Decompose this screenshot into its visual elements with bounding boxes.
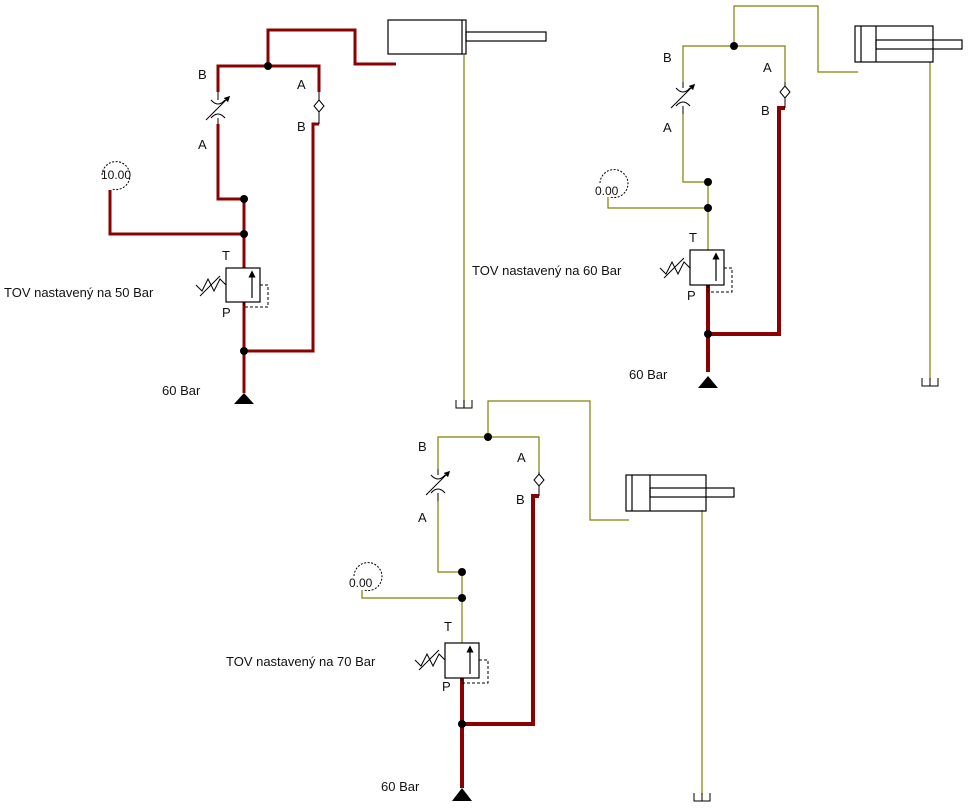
pump-source-icon xyxy=(452,788,472,801)
check-valve-icon xyxy=(779,82,791,108)
cylinder-icon xyxy=(854,25,963,63)
circuit-3-check-top-port: A xyxy=(517,450,526,465)
circuit-3-port-p: P xyxy=(442,679,451,694)
circuit-3-junctions xyxy=(458,433,492,728)
circuit-2-check-bottom-port: B xyxy=(761,103,770,118)
circuit-1-supply-label: 60 Bar xyxy=(162,383,201,398)
circuit-2-port-p: P xyxy=(687,288,696,303)
circuit-2-throttle-bottom-port: A xyxy=(663,120,672,135)
throttle-valve-icon xyxy=(205,92,231,124)
tank-icon xyxy=(693,793,711,802)
circuit-3-throttle-bottom-port: A xyxy=(418,510,427,525)
circuit-1-junctions xyxy=(240,62,272,355)
circuit-1: 10.00 B A A B T P TOV nastavený na 50 Ba… xyxy=(4,19,547,409)
circuit-3-valve-label: TOV nastavený na 70 Bar xyxy=(226,654,376,669)
circuit-2-junctions xyxy=(704,42,738,338)
relief-valve-icon xyxy=(659,249,733,293)
pressure-gauge-icon: 10.00 xyxy=(101,161,131,191)
circuit-1-port-p: P xyxy=(222,305,231,320)
circuit-1-check-bottom-port: B xyxy=(297,119,306,134)
circuit-1-throttle-top-port: B xyxy=(198,67,207,82)
circuit-2-supply-label: 60 Bar xyxy=(629,367,668,382)
circuit-2: 0.00 B A A B T P TOV nastavený na 60 Bar… xyxy=(472,5,963,388)
circuit-1-check-top-port: A xyxy=(297,77,306,92)
pressure-gauge-icon: 0.00 xyxy=(595,169,629,199)
circuit-3-supply-label: 60 Bar xyxy=(381,779,420,794)
cylinder-icon xyxy=(625,474,735,512)
cylinder-icon xyxy=(387,19,547,55)
circuit-2-gauge-value: 0.00 xyxy=(595,184,619,198)
pump-source-icon xyxy=(234,393,254,404)
circuit-2-pressure-lines xyxy=(706,106,785,372)
throttle-valve-icon xyxy=(425,469,451,501)
pump-source-icon xyxy=(698,376,718,388)
check-valve-icon xyxy=(313,92,325,124)
relief-valve-icon xyxy=(414,642,489,684)
circuit-2-port-t: T xyxy=(689,230,697,245)
circuit-1-valve-label: TOV nastavený na 50 Bar xyxy=(4,285,154,300)
relief-valve-icon xyxy=(195,267,269,308)
circuit-3: 0.00 B A A B T P TOV nastavený na 70 Bar… xyxy=(226,400,735,802)
tank-icon xyxy=(455,400,473,409)
circuit-3-check-bottom-port: B xyxy=(516,492,525,507)
circuit-1-throttle-bottom-port: A xyxy=(198,137,207,152)
circuit-3-gauge-value: 0.00 xyxy=(349,576,373,590)
throttle-valve-icon xyxy=(670,82,696,114)
check-valve-icon xyxy=(533,472,545,496)
tank-icon xyxy=(921,378,939,387)
circuit-1-port-t: T xyxy=(222,248,230,263)
circuit-1-gauge-value: 10.00 xyxy=(101,168,131,182)
circuit-3-pressure-lines xyxy=(460,494,539,788)
pressure-gauge-icon: 0.00 xyxy=(349,562,383,592)
circuit-1-pressure-lines xyxy=(108,28,396,393)
circuit-3-port-t: T xyxy=(444,619,452,634)
circuit-2-valve-label: TOV nastavený na 60 Bar xyxy=(472,263,622,278)
circuit-3-throttle-top-port: B xyxy=(418,439,427,454)
circuit-2-throttle-top-port: B xyxy=(663,50,672,65)
circuit-2-check-top-port: A xyxy=(763,60,772,75)
circuit-2-return-lines xyxy=(607,5,931,380)
